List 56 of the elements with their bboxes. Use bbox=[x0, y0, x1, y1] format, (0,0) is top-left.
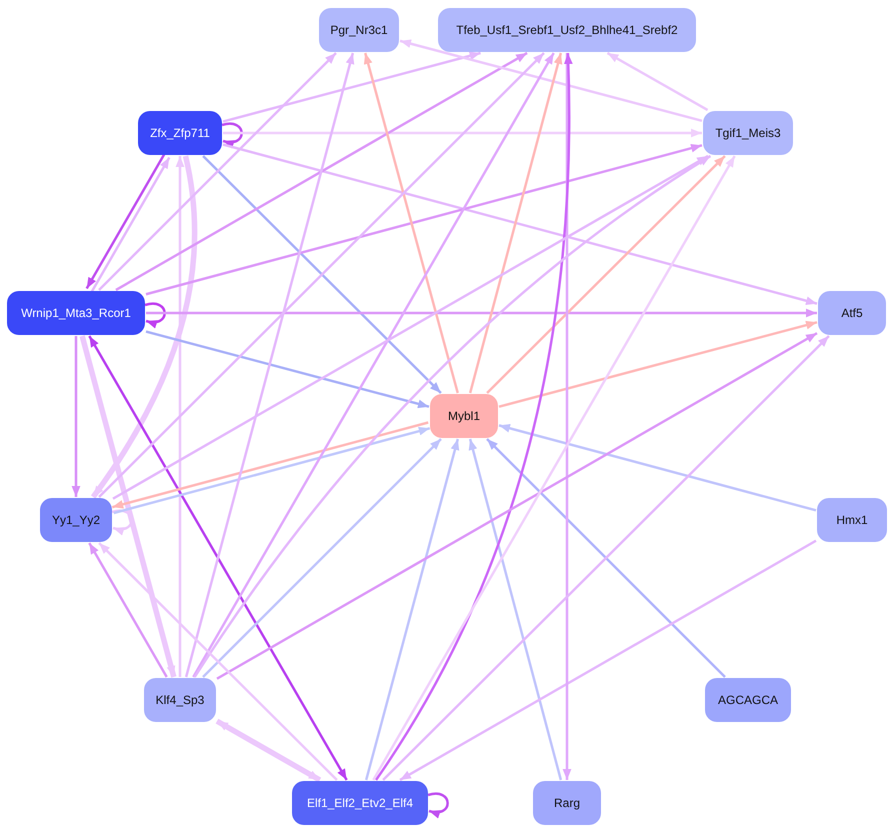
arrow bbox=[194, 154, 712, 678]
motif-node: Pgr_Nr3c1 bbox=[319, 8, 399, 52]
arrow bbox=[98, 52, 337, 291]
arrow bbox=[486, 155, 726, 394]
arrow bbox=[498, 320, 818, 408]
arrow bbox=[115, 52, 528, 292]
arrow bbox=[202, 155, 442, 394]
motif-node: Atf5 bbox=[818, 291, 886, 335]
arrow bbox=[372, 155, 736, 781]
arrow bbox=[88, 335, 348, 781]
arrow bbox=[112, 510, 133, 535]
motif-node: Klf4_Sp3 bbox=[144, 678, 216, 722]
arrow bbox=[428, 792, 449, 818]
arrow bbox=[80, 335, 176, 678]
motif-node: AGCAGCA bbox=[705, 678, 791, 722]
arrow bbox=[486, 438, 726, 678]
arrow bbox=[400, 39, 702, 122]
arrow bbox=[98, 52, 545, 498]
motif-node: Wrnip1_Mta3_Rcor1 bbox=[7, 291, 145, 335]
motif-node: Elf1_Elf2_Etv2_Elf4 bbox=[292, 781, 428, 825]
arrow bbox=[216, 332, 818, 680]
motif-node: Mybl1 bbox=[430, 394, 498, 438]
motif-node: Tfeb_Usf1_Srebf1_Usf2_Bhlhe41_Srebf2 bbox=[438, 8, 696, 52]
arrow bbox=[184, 52, 354, 678]
arrow bbox=[374, 52, 573, 781]
arrow bbox=[468, 52, 562, 394]
motif-node: Rarg bbox=[533, 781, 601, 825]
arrow bbox=[222, 52, 481, 123]
motif-node: Zfx_Zfp711 bbox=[138, 111, 222, 155]
arrow bbox=[498, 424, 816, 512]
arrow bbox=[364, 52, 459, 394]
arrow bbox=[146, 308, 817, 318]
arrow bbox=[222, 122, 243, 148]
arrow bbox=[468, 438, 562, 780]
arrow bbox=[72, 336, 80, 497]
arrow bbox=[562, 53, 572, 780]
arrow bbox=[112, 154, 709, 500]
motif-node: Hmx1 bbox=[817, 498, 887, 542]
arrow bbox=[90, 155, 198, 499]
arrow bbox=[222, 143, 818, 306]
arrow bbox=[399, 540, 817, 782]
arrow bbox=[88, 542, 168, 678]
arrow bbox=[606, 52, 708, 112]
arrow bbox=[223, 128, 702, 138]
arrow bbox=[202, 438, 442, 678]
arrow bbox=[98, 542, 338, 781]
arrow bbox=[144, 302, 166, 328]
motif-node: Yy1_Yy2 bbox=[40, 498, 112, 542]
arrow bbox=[216, 718, 322, 782]
arrow bbox=[382, 335, 830, 781]
arrow bbox=[176, 156, 184, 677]
arrow bbox=[364, 438, 460, 780]
arrow bbox=[192, 52, 555, 678]
arrow bbox=[146, 144, 702, 296]
motif-node: Tgif1_Meis3 bbox=[703, 111, 793, 155]
arrow bbox=[146, 330, 430, 408]
